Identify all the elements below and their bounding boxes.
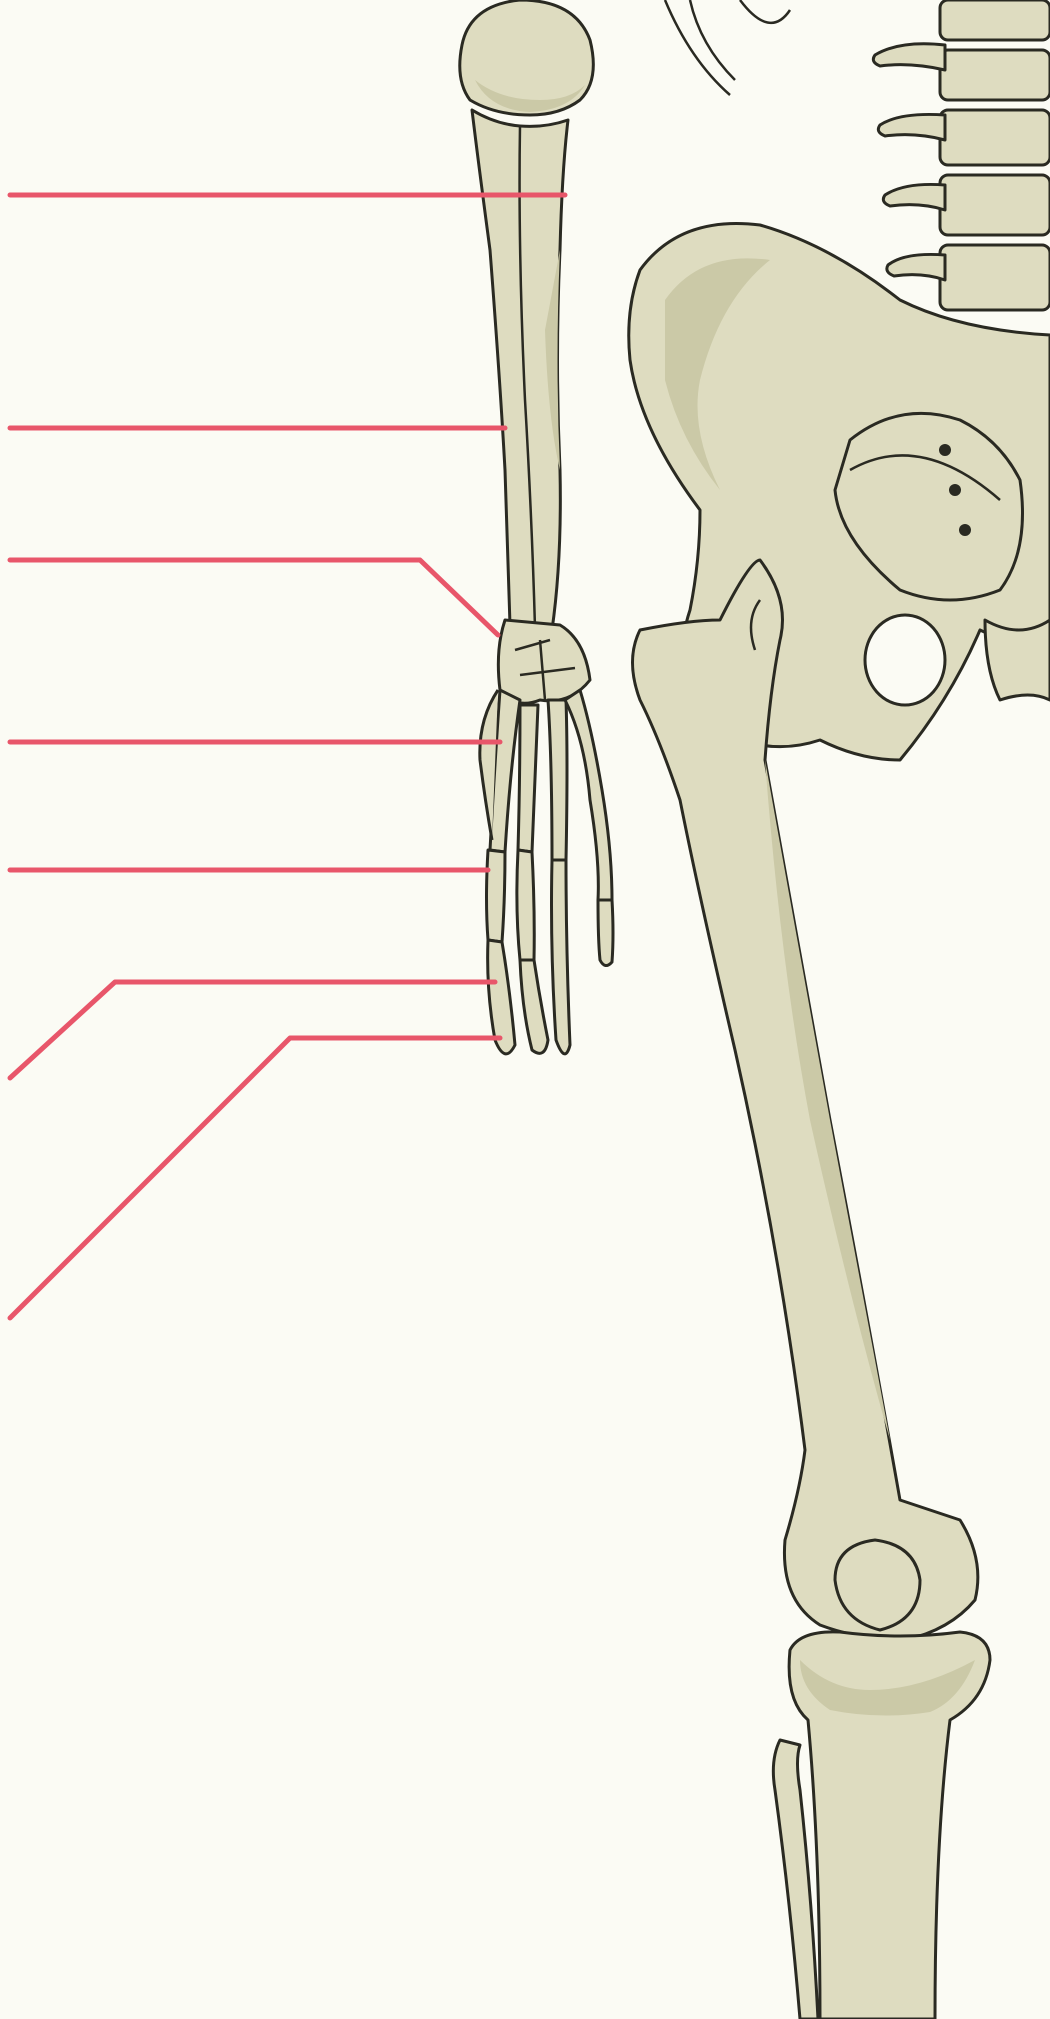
hand-bones	[480, 620, 613, 1054]
lower-leg-bones	[773, 1632, 990, 2019]
rib-fragment	[665, 0, 790, 95]
forearm-bones	[472, 110, 568, 630]
leader-line-proximal-phalanges	[10, 982, 495, 1078]
humerus	[460, 0, 594, 115]
vertebral-column	[873, 0, 1050, 310]
leader-line-distal-phalanges	[10, 1038, 500, 1318]
leader-line-ulna	[10, 560, 498, 635]
